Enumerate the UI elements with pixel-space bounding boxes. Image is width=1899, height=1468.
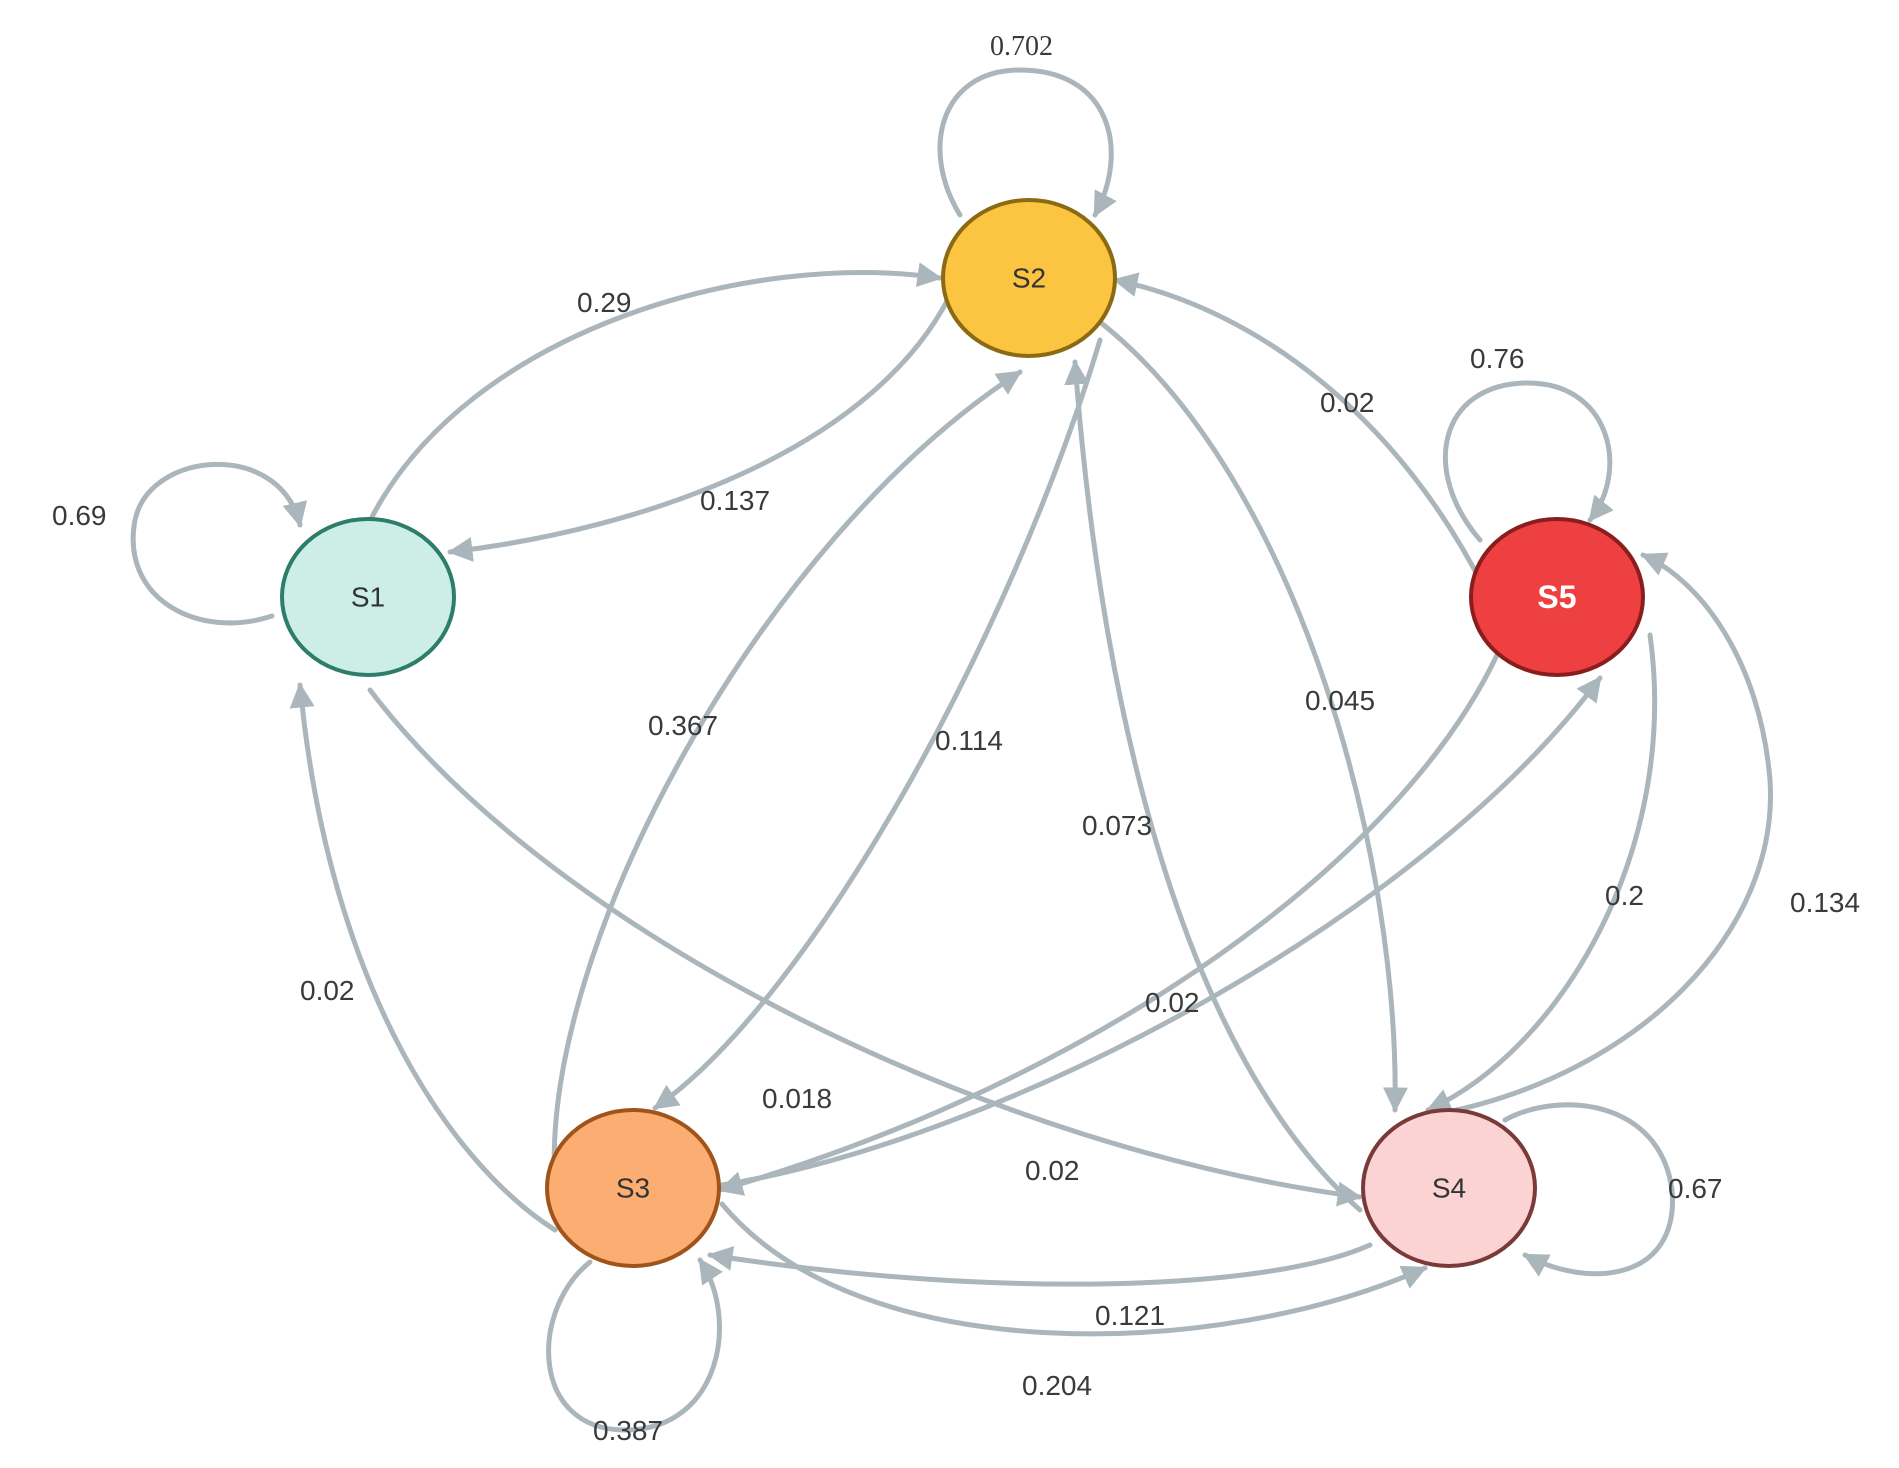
node-s1: S1 xyxy=(280,517,456,677)
edge-label-s5-s5: 0.76 xyxy=(1470,343,1525,374)
edge-s3-s1 xyxy=(289,682,558,1233)
edge-s3-s4 xyxy=(719,1201,1428,1337)
edge-s5-s3 xyxy=(717,652,1500,1196)
edge-label-s3-s2: 0.367 xyxy=(648,710,718,741)
edge-s1-s2 xyxy=(369,262,943,520)
node-label-s5: S5 xyxy=(1537,579,1576,615)
node-label-s3: S3 xyxy=(616,1173,650,1204)
node-label-s4: S4 xyxy=(1432,1173,1466,1204)
edge-label-s5-s3: 0.018 xyxy=(762,1083,832,1114)
node-circle-s3 xyxy=(545,1108,721,1268)
edge-label-s4-s3: 0.121 xyxy=(1095,1300,1165,1331)
node-circle-s5 xyxy=(1469,517,1645,677)
edge-s2-s2 xyxy=(937,67,1117,218)
edge-s2-s1 xyxy=(447,282,958,562)
edge-s3-s2 xyxy=(551,369,1023,1185)
edge-s2-s3 xyxy=(652,337,1103,1111)
node-s4: S4 xyxy=(1361,1108,1537,1268)
node-s5: S5 xyxy=(1469,517,1645,677)
edge-s5-s2 xyxy=(1112,272,1488,593)
edge-label-s2-s4: 0.045 xyxy=(1305,685,1375,716)
edge-s4-s3 xyxy=(707,1242,1373,1287)
edge-s5-s4 xyxy=(1425,632,1658,1113)
edge-s3-s5 xyxy=(719,675,1603,1188)
edge-label-s4-s4: 0.67 xyxy=(1668,1173,1723,1204)
edge-label-s5-s4: 0.2 xyxy=(1605,880,1644,911)
edge-label-s4-s5: 0.134 xyxy=(1790,887,1860,918)
node-label-s2: S2 xyxy=(1012,263,1046,294)
edge-s5-s5 xyxy=(1443,380,1614,543)
edge-s1-s1 xyxy=(130,461,307,626)
edge-s2-s4 xyxy=(1097,319,1408,1113)
edge-s1-s4 xyxy=(367,687,1363,1207)
edge-label-s2-s2: 0.702 xyxy=(990,31,1053,62)
edge-label-s1-s1: 0.69 xyxy=(52,500,107,531)
node-circle-s4 xyxy=(1361,1108,1537,1268)
edge-label-s1-s2: 0.29 xyxy=(577,287,632,318)
edge-label-s2-s3: 0.114 xyxy=(935,725,1003,756)
edge-s4-s2 xyxy=(1064,359,1363,1213)
edge-label-s5-s2: 0.02 xyxy=(1320,387,1375,418)
edge-label-s3-s3: 0.387 xyxy=(593,1415,663,1446)
edge-label-s3-s4: 0.204 xyxy=(1022,1370,1092,1401)
edge-label-s1-s4: 0.02 xyxy=(1025,1155,1080,1186)
edge-s4-s4 xyxy=(1502,1102,1675,1277)
node-s2: S2 xyxy=(941,198,1117,358)
edge-label-s3-s5: 0.02 xyxy=(1145,987,1200,1018)
edge-label-s4-s2: 0.073 xyxy=(1082,810,1152,841)
node-circle-s2 xyxy=(941,198,1117,358)
node-label-s1: S1 xyxy=(351,582,385,613)
node-s3: S3 xyxy=(545,1108,721,1268)
edge-s3-s3 xyxy=(546,1257,723,1433)
edge-label-s2-s1: 0.137 xyxy=(700,485,770,516)
edge-s4-s5 xyxy=(1435,552,1773,1117)
edge-label-s3-s1: 0.02 xyxy=(300,975,355,1006)
node-circle-s1 xyxy=(280,517,456,677)
